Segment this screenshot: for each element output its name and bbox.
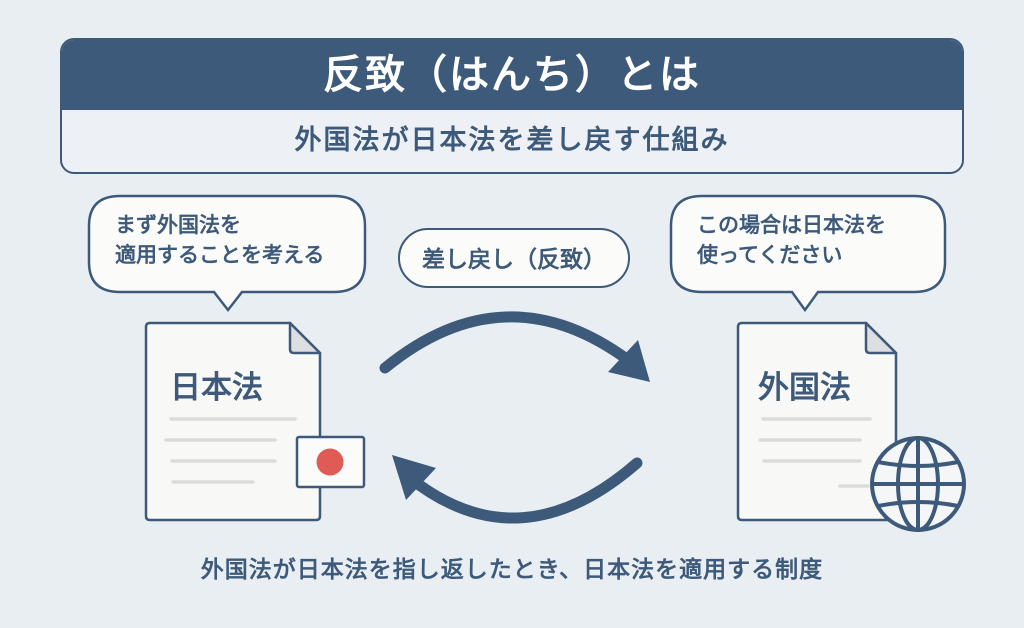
page-title: 反致（はんち）とは <box>62 40 962 110</box>
arrow-back-to-japan-law <box>392 455 643 524</box>
document-japan-law <box>144 321 322 522</box>
bubble-right-text: この場合は日本法を 使ってください <box>697 210 886 270</box>
arrow-to-foreign-law <box>379 311 650 382</box>
globe-icon <box>870 436 966 532</box>
speech-bubble-left <box>87 194 367 313</box>
bubble-left-line1: まず外国法を <box>115 213 241 237</box>
japan-law-title: 日本法 <box>170 370 263 406</box>
bubble-right-line2: 使ってください <box>697 243 843 267</box>
japan-flag-icon <box>295 435 366 489</box>
foreign-law-title: 外国法 <box>758 370 851 406</box>
bubble-left-text: まず外国法を 適用することを考える <box>115 210 324 270</box>
bubble-right-line1: この場合は日本法を <box>697 213 886 237</box>
title-banner: 反致（はんち）とは 外国法が日本法を差し戻す仕組み <box>60 38 964 174</box>
footer-caption: 外国法が日本法を指し返したとき、日本法を適用する制度 <box>200 557 824 583</box>
document-foreign-law <box>736 321 898 522</box>
speech-bubble-right <box>669 194 947 313</box>
bubble-left-line2: 適用することを考える <box>115 243 325 267</box>
remand-label: 差し戻し（反致） <box>398 228 630 288</box>
page-subtitle: 外国法が日本法を差し戻す仕組み <box>294 125 730 156</box>
